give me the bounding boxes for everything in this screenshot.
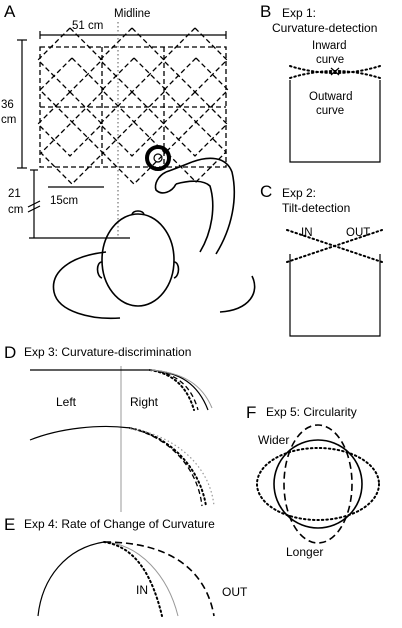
hand [154,171,177,194]
lower-dashed-curve [129,427,203,507]
distance-label-unit: cm [8,204,23,216]
nose [131,210,145,215]
diamond-stimuli [37,27,229,185]
panel-f-title: Exp 5: Circularity [266,405,357,419]
panel-e: E Exp 4: Rate of Change of Curvature IN … [4,515,248,617]
roc-grey-curve [103,541,179,617]
panel-b-title-line1: Exp 1: [282,6,316,20]
panel-b-frame [289,80,381,163]
scale-bar-label: 15cm [50,195,78,207]
right-label: Right [130,395,159,409]
panel-c-title-line1: Exp 2: [282,186,316,200]
wider-dotted-ellipse [256,447,380,521]
right-ear [173,261,180,279]
width-dimension-line [39,31,227,39]
subject-figure [52,157,256,320]
panel-c-letter: C [260,182,272,201]
inward-curve-label-1: Inward [312,40,347,52]
tilt-out-label: OUT [346,227,370,239]
inward-curve-label-2: curve [316,54,344,66]
lower-solid-curve [29,425,131,441]
panel-f: F Exp 5: Circularity Wider Longer [246,403,380,559]
roc-out-dashed-curve [103,541,215,617]
left-shoulder [52,251,121,320]
panel-c: C Exp 2: Tilt-detection IN OUT [260,182,383,337]
distance-dimension-line [27,169,130,239]
reference-circle [273,439,363,529]
distance-label-value: 21 [8,188,21,200]
forearm-top [165,161,193,173]
panel-d-letter: D [4,343,16,362]
tilt-out-dotted-line [286,229,383,263]
panel-b-letter: B [260,2,271,21]
upper-dashed-curve [149,369,199,411]
panel-c-frame [289,254,381,337]
panel-e-letter: E [4,515,15,534]
stylus-ring-icon [145,145,171,171]
roc-out-label: OUT [222,585,248,599]
lower-dotted-curve [129,427,207,507]
tilt-in-label: IN [301,227,313,239]
height-label-value: 36 [1,99,14,111]
panel-b: B Exp 1: Curvature-detection Inward curv… [260,2,381,163]
midline-label: Midline [114,8,150,20]
panel-a-letter: A [4,2,16,21]
outward-curve-label-2: curve [316,105,344,117]
upper-dotted-curve [149,369,195,411]
left-label: Left [56,395,77,409]
fixation-x-2 [330,67,340,76]
upper-grey-curve [149,369,213,409]
height-label-unit: cm [1,114,16,126]
roc-solid-curve [37,541,105,617]
right-shoulder [219,275,256,313]
panel-d-title: Exp 3: Curvature-discrimination [24,345,191,359]
upper-arm-outer [191,157,236,255]
inward-dotted-curve [289,65,381,74]
outward-curve-label-1: Outward [309,91,352,103]
workspace-grid [39,46,227,168]
stylus-center [153,153,163,163]
panel-c-title-line2: Tilt-detection [282,201,350,215]
longer-label: Longer [286,545,323,559]
wider-label: Wider [258,433,289,447]
lower-grey-curve [129,427,215,507]
head [101,213,175,307]
upper-arm-inner [175,180,214,253]
height-dimension-line [17,39,27,169]
panel-f-letter: F [246,403,256,422]
panel-a: A Midline 51 cm 36 cm 21 cm 15cm [1,2,256,320]
roc-in-dotted-curve [103,541,163,617]
workspace-width-label: 51 cm [72,20,103,32]
left-ear [96,261,103,279]
panel-d: D Exp 3: Curvature-discrimination Left R… [4,343,215,512]
roc-in-label: IN [136,583,148,597]
panel-b-title-line2: Curvature-detection [272,21,377,35]
longer-dashed-ellipse [283,424,353,544]
panel-e-title: Exp 4: Rate of Change of Curvature [24,517,215,531]
